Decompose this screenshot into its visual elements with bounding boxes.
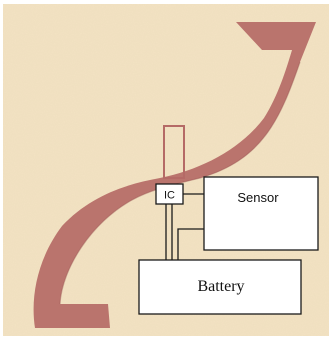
antenna-trace	[33, 22, 317, 328]
battery-box	[138, 259, 302, 315]
wires	[165, 193, 204, 260]
ic-block: IC	[155, 183, 184, 205]
battery-block: Battery	[138, 259, 302, 315]
battery-label: Battery	[197, 278, 244, 295]
sensor-block: Sensor	[203, 176, 319, 251]
sensor-box	[203, 176, 319, 251]
sensor-label: Sensor	[237, 190, 279, 205]
ic-label: IC	[164, 190, 175, 202]
wire-sensor-to-battery	[177, 228, 204, 260]
antenna-feed-outline	[163, 125, 185, 179]
